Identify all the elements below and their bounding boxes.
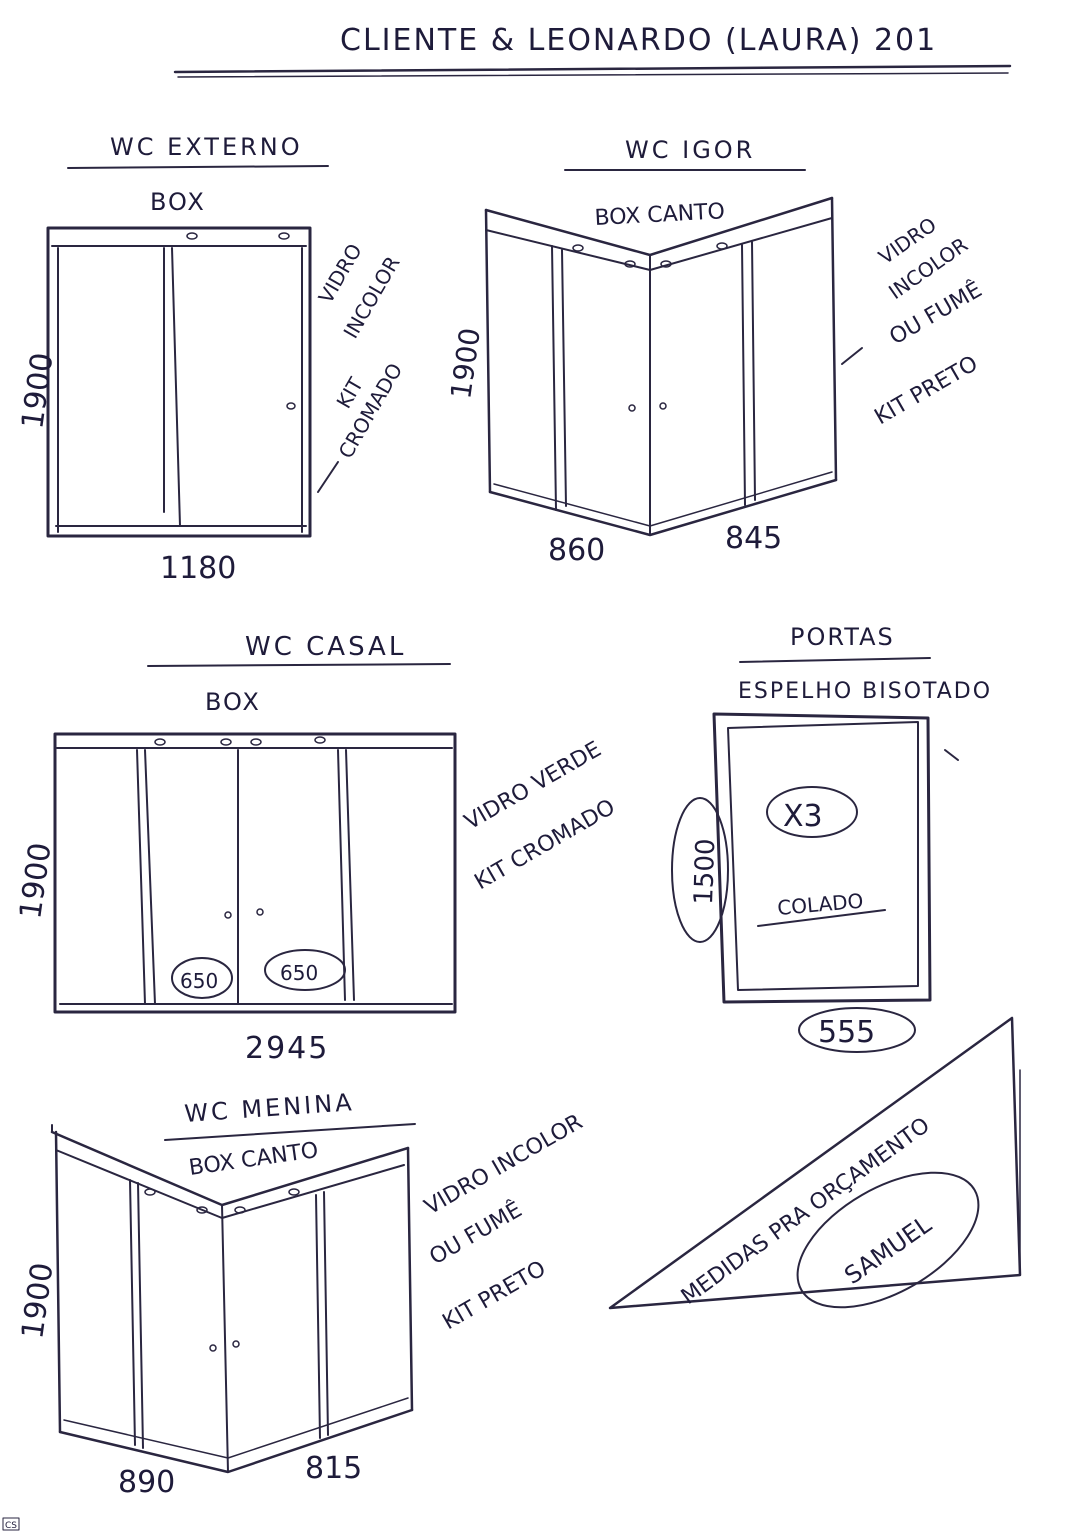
wc-casal-section: WC CASAL BOX 650 650 1900 2945 VIDRO VER… — [13, 632, 619, 1066]
wc-igor-height: 1900 — [444, 326, 487, 401]
budget-note-section: MEDIDAS PRA ORÇAMENTO SAMUEL — [608, 1016, 1022, 1310]
wc-externo-box-drawing — [46, 226, 312, 538]
arrow-icon — [841, 347, 863, 365]
wc-casal-height: 1900 — [13, 841, 58, 921]
note-triangle — [608, 1016, 1022, 1310]
wc-menina-type: BOX CANTO — [187, 1138, 320, 1181]
portas-width: 555 — [818, 1015, 875, 1050]
wc-menina-note-3: KIT PRETO — [439, 1256, 551, 1335]
signature: SAMUEL — [839, 1210, 937, 1290]
portas-title: PORTAS — [790, 623, 895, 651]
wc-externo-width: 1180 — [160, 551, 236, 586]
portas-quantity: X3 — [783, 799, 823, 834]
wc-menina-section: WC MENINA BOX CANTO 1900 890 815 VIDRO — [15, 1088, 587, 1500]
wc-casal-width: 2945 — [245, 1031, 329, 1066]
wc-menina-height: 1900 — [15, 1261, 60, 1341]
wc-menina-box-drawing — [50, 1124, 414, 1474]
wc-igor-section: WC IGOR BOX CANTO 1900 860 845 VIDRO INC… — [444, 136, 986, 568]
wc-igor-width-left: 860 — [548, 533, 605, 568]
wc-menina-title: WC MENINA — [183, 1088, 355, 1128]
portas-subtitle: ESPELHO BISOTADO — [738, 679, 992, 704]
portas-section: PORTAS ESPELHO BISOTADO X3 COLADO 1500 5… — [671, 623, 992, 1053]
mirror-drawing — [671, 712, 959, 1053]
scanner-badge: CS — [5, 1521, 17, 1531]
wc-externo-height: 1900 — [15, 351, 60, 431]
wc-igor-type: BOX CANTO — [594, 199, 725, 231]
portas-height: 1500 — [689, 838, 721, 905]
wc-externo-section: WC EXTERNO BOX 1900 1180 VIDRO INCOLOR K… — [15, 133, 407, 586]
wc-igor-title: WC IGOR — [625, 136, 755, 164]
title-underline — [173, 64, 1012, 74]
wc-casal-type: BOX — [205, 688, 261, 716]
wc-casal-title: WC CASAL — [245, 632, 406, 662]
wc-igor-note-4: KIT PRETO — [871, 351, 983, 430]
wc-casal-door-1: 650 — [180, 969, 218, 993]
wc-menina-width-right: 815 — [305, 1451, 362, 1486]
page-title: CLIENTE & LEONARDO (LAURA) 201 — [340, 23, 937, 58]
signature-oval — [796, 1171, 980, 1309]
arrow-icon — [317, 461, 339, 493]
wc-menina-width-left: 890 — [118, 1465, 175, 1500]
wc-igor-box-drawing — [484, 196, 838, 537]
wc-externo-type: BOX — [150, 188, 206, 216]
wc-casal-box-drawing — [53, 732, 457, 1014]
wc-externo-note-kit-2: CROMADO — [334, 359, 408, 463]
wc-externo-title: WC EXTERNO — [110, 133, 303, 161]
budget-note-text: MEDIDAS PRA ORÇAMENTO — [677, 1113, 935, 1310]
wc-casal-door-2: 650 — [280, 961, 318, 985]
wc-igor-width-right: 845 — [725, 521, 782, 556]
